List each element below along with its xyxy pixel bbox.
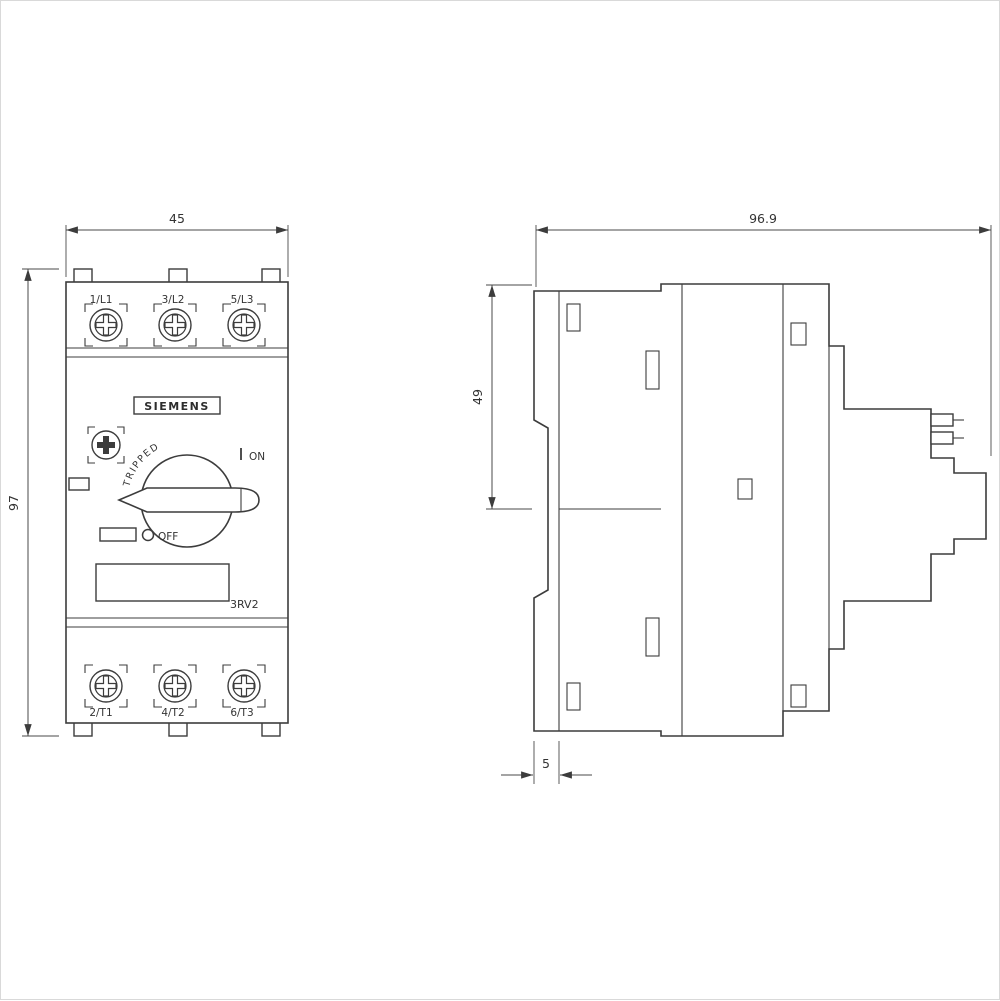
mounting-tab <box>168 721 188 737</box>
terminal-label-5L3: 5/L3 <box>231 294 254 306</box>
vent-slot <box>790 684 807 708</box>
vent-slot <box>566 682 581 711</box>
brand-text: SIEMENS <box>144 400 210 413</box>
top-terminals: 1/L1 3/L2 5/L3 <box>84 294 266 347</box>
side-dimension-rail-offset: 5 <box>501 741 592 784</box>
mounting-tab <box>73 268 93 284</box>
dim-rail-offset-value: 5 <box>542 756 550 771</box>
side-terminal-screws <box>930 413 964 445</box>
vent-slot <box>790 322 807 346</box>
terminal-label-2T1: 2/T1 <box>89 707 112 719</box>
side-profile <box>533 283 987 737</box>
front-dimension-width: 45 <box>65 211 289 277</box>
vent-slot <box>566 303 581 332</box>
mounting-tab <box>261 268 281 284</box>
side-dimension-height: 49 <box>470 284 532 510</box>
rating-label-area <box>95 563 230 602</box>
off-label: OFF <box>158 531 178 543</box>
terminal-label-1L1: 1/L1 <box>90 294 113 306</box>
side-dimension-depth: 96.9 <box>535 211 992 456</box>
mounting-tab <box>73 721 93 737</box>
off-symbol <box>141 528 155 542</box>
dim-side-depth-value: 96.9 <box>749 211 777 226</box>
bottom-terminals: 2/T1 4/T2 6/T3 <box>84 664 266 719</box>
reset-window <box>99 527 137 542</box>
on-label: ON <box>249 451 265 463</box>
siemens-logo: SIEMENS <box>133 396 221 415</box>
vent-slot <box>645 617 660 657</box>
front-dimension-height: 97 <box>6 268 59 737</box>
mounting-tab <box>168 268 188 284</box>
dim-front-height-value: 97 <box>6 495 21 511</box>
side-view: 96.9 49 5 <box>470 211 992 784</box>
terminal-label-4T2: 4/T2 <box>161 707 184 719</box>
rotary-knob: TRIPPED ON OFF <box>116 441 265 548</box>
vent-slot <box>737 478 753 500</box>
terminal-label-3L2: 3/L2 <box>162 294 185 306</box>
knob-handle <box>116 487 260 513</box>
vent-slot <box>645 350 660 390</box>
model-label: 3RV2 <box>230 598 259 611</box>
side-outline <box>533 283 987 737</box>
test-window <box>68 477 90 491</box>
dim-front-width-value: 45 <box>169 211 185 226</box>
terminal-label-6T3: 6/T3 <box>230 707 253 719</box>
front-view: 45 97 1/L1 3/L2 5/L3 <box>6 211 289 737</box>
dim-side-height-value: 49 <box>470 389 485 405</box>
mounting-tab <box>261 721 281 737</box>
